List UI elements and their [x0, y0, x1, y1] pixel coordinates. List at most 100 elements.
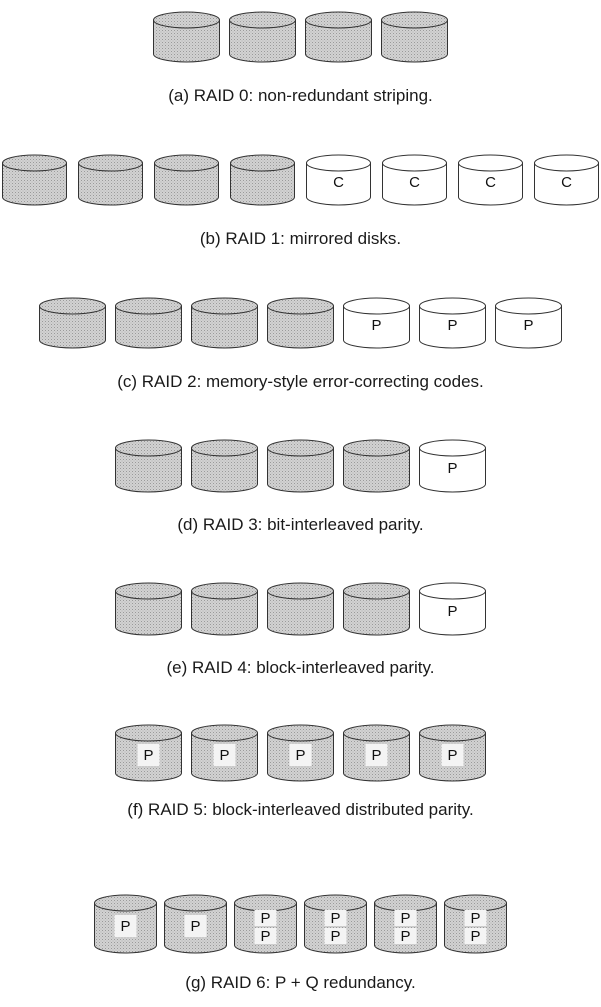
disk-top	[154, 154, 219, 172]
disk-1-2	[154, 154, 219, 206]
disk-body	[229, 19, 296, 63]
disk-top	[374, 894, 437, 912]
disk-body	[153, 19, 220, 63]
disk-top	[153, 11, 220, 29]
disk-body	[115, 305, 182, 349]
disk-label-P: P	[470, 928, 480, 945]
caption-raid-3: (d) RAID 3: bit-interleaved parity.	[177, 515, 424, 534]
disk-2-4: P	[343, 297, 410, 349]
label-box	[441, 744, 464, 766]
disk-top	[458, 154, 523, 172]
disk-label-P: P	[371, 747, 381, 764]
disk-body	[78, 162, 143, 206]
disk-label-P: P	[447, 317, 457, 334]
disk-label-C: C	[333, 174, 344, 191]
disk-2-3	[267, 297, 334, 349]
disk-top	[78, 154, 143, 172]
disk-6-4: PP	[374, 894, 437, 954]
disk-4-2	[267, 582, 334, 636]
disk-body	[343, 447, 410, 493]
disk-3-2	[267, 439, 334, 493]
disk-body	[115, 590, 182, 636]
disk-1-3	[230, 154, 295, 206]
disk-1-0	[2, 154, 67, 206]
disk-1-4: C	[306, 154, 371, 206]
disk-1-6: C	[458, 154, 523, 206]
disk-top	[381, 11, 448, 29]
disk-label-P: P	[371, 317, 381, 334]
disk-body	[419, 590, 486, 636]
disk-2-1	[115, 297, 182, 349]
disk-6-2: PP	[234, 894, 297, 954]
disk-top	[495, 297, 562, 315]
disk-body	[458, 162, 523, 206]
disk-2-5: P	[419, 297, 486, 349]
disk-2-6: P	[495, 297, 562, 349]
disk-0-1	[229, 11, 296, 63]
caption-raid-0: (a) RAID 0: non-redundant striping.	[168, 86, 433, 105]
disk-top	[306, 154, 371, 172]
disk-top	[305, 11, 372, 29]
disk-body	[495, 305, 562, 349]
disk-label-C: C	[409, 174, 420, 191]
disk-top	[267, 297, 334, 315]
disk-label-P: P	[190, 918, 200, 935]
disk-label-P: P	[330, 928, 340, 945]
disk-top	[115, 297, 182, 315]
disk-top	[534, 154, 599, 172]
disk-5-2: P	[267, 724, 334, 782]
disk-body	[115, 447, 182, 493]
disk-6-5: PP	[444, 894, 507, 954]
disk-body	[306, 162, 371, 206]
disk-body	[191, 447, 258, 493]
label-box	[184, 915, 207, 937]
disk-5-3: P	[343, 724, 410, 782]
disk-label-P: P	[219, 747, 229, 764]
disk-body	[304, 902, 367, 954]
disk-body	[374, 902, 437, 954]
disk-4-4: P	[419, 582, 486, 636]
disk-top	[115, 582, 182, 600]
disk-top	[115, 724, 182, 742]
label-box	[464, 910, 487, 926]
disk-body	[230, 162, 295, 206]
disk-3-4: P	[419, 439, 486, 493]
disk-3-0	[115, 439, 182, 493]
disk-body	[154, 162, 219, 206]
disk-top	[444, 894, 507, 912]
disk-label-P: P	[523, 317, 533, 334]
disk-5-4: P	[419, 724, 486, 782]
caption-raid-5: (f) RAID 5: block-interleaved distribute…	[127, 800, 474, 819]
disk-top	[94, 894, 157, 912]
disk-top	[343, 297, 410, 315]
disk-4-0	[115, 582, 182, 636]
disk-5-1: P	[191, 724, 258, 782]
disk-top	[229, 11, 296, 29]
disk-body	[267, 305, 334, 349]
label-box	[394, 910, 417, 926]
disk-top	[419, 724, 486, 742]
disk-top	[343, 582, 410, 600]
disk-0-3	[381, 11, 448, 63]
caption-raid-6: (g) RAID 6: P + Q redundancy.	[185, 973, 416, 992]
disk-label-P: P	[400, 928, 410, 945]
label-box	[365, 744, 388, 766]
disk-body	[191, 305, 258, 349]
disk-body	[267, 590, 334, 636]
disk-label-P: P	[447, 460, 457, 477]
label-box	[137, 744, 160, 766]
caption-raid-1: (b) RAID 1: mirrored disks.	[199, 229, 402, 248]
disk-body	[382, 162, 447, 206]
disk-4-1	[191, 582, 258, 636]
disk-top	[343, 724, 410, 742]
disk-1-7: C	[534, 154, 599, 206]
disk-top	[382, 154, 447, 172]
disk-top	[191, 439, 258, 457]
disk-top	[419, 297, 486, 315]
disk-6-0: P	[94, 894, 157, 954]
disk-label-P: P	[470, 910, 480, 927]
disk-body	[267, 447, 334, 493]
disk-body	[39, 305, 106, 349]
disk-top	[234, 894, 297, 912]
